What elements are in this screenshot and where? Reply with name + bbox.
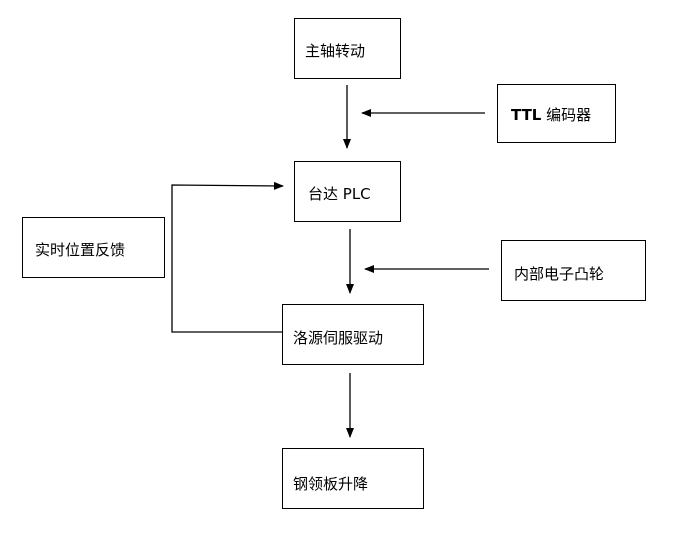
arrow-feedback-loop xyxy=(171,181,284,333)
node-electronic-cam: 内部电子凸轮 xyxy=(501,240,646,301)
node-delta-plc-label: 台达 PLC xyxy=(308,185,371,203)
node-delta-plc: 台达 PLC xyxy=(294,161,401,222)
node-spindle-rotation-text: 主轴转动 xyxy=(305,42,366,60)
node-ring-rail-lift: 钢领板升降 xyxy=(282,448,424,509)
node-ttl-encoder-label: TTL 编码器 xyxy=(511,106,591,124)
node-ttl-encoder: TTL 编码器 xyxy=(497,84,616,143)
node-electronic-cam-text: 内部电子凸轮 xyxy=(514,265,605,283)
node-ttl-encoder-text: 编码器 xyxy=(541,106,592,124)
node-position-feedback-label: 实时位置反馈 xyxy=(35,241,125,259)
node-servo-drive-text: 洛源伺服驱动 xyxy=(293,329,384,347)
node-ttl-encoder-prefix: TTL xyxy=(511,106,542,124)
node-servo-drive: 洛源伺服驱动 xyxy=(282,304,424,365)
node-electronic-cam-label: 内部电子凸轮 xyxy=(514,265,604,283)
node-spindle-rotation: 主轴转动 xyxy=(294,18,401,79)
node-delta-plc-text: 台达 PLC xyxy=(308,185,371,203)
node-position-feedback: 实时位置反馈 xyxy=(22,217,165,278)
node-spindle-rotation-label: 主轴转动 xyxy=(305,42,365,60)
node-servo-drive-label: 洛源伺服驱动 xyxy=(293,329,383,347)
node-ring-rail-lift-text: 钢领板升降 xyxy=(293,475,369,493)
node-position-feedback-text: 实时位置反馈 xyxy=(35,241,126,259)
node-ring-rail-lift-label: 钢领板升降 xyxy=(293,475,368,493)
